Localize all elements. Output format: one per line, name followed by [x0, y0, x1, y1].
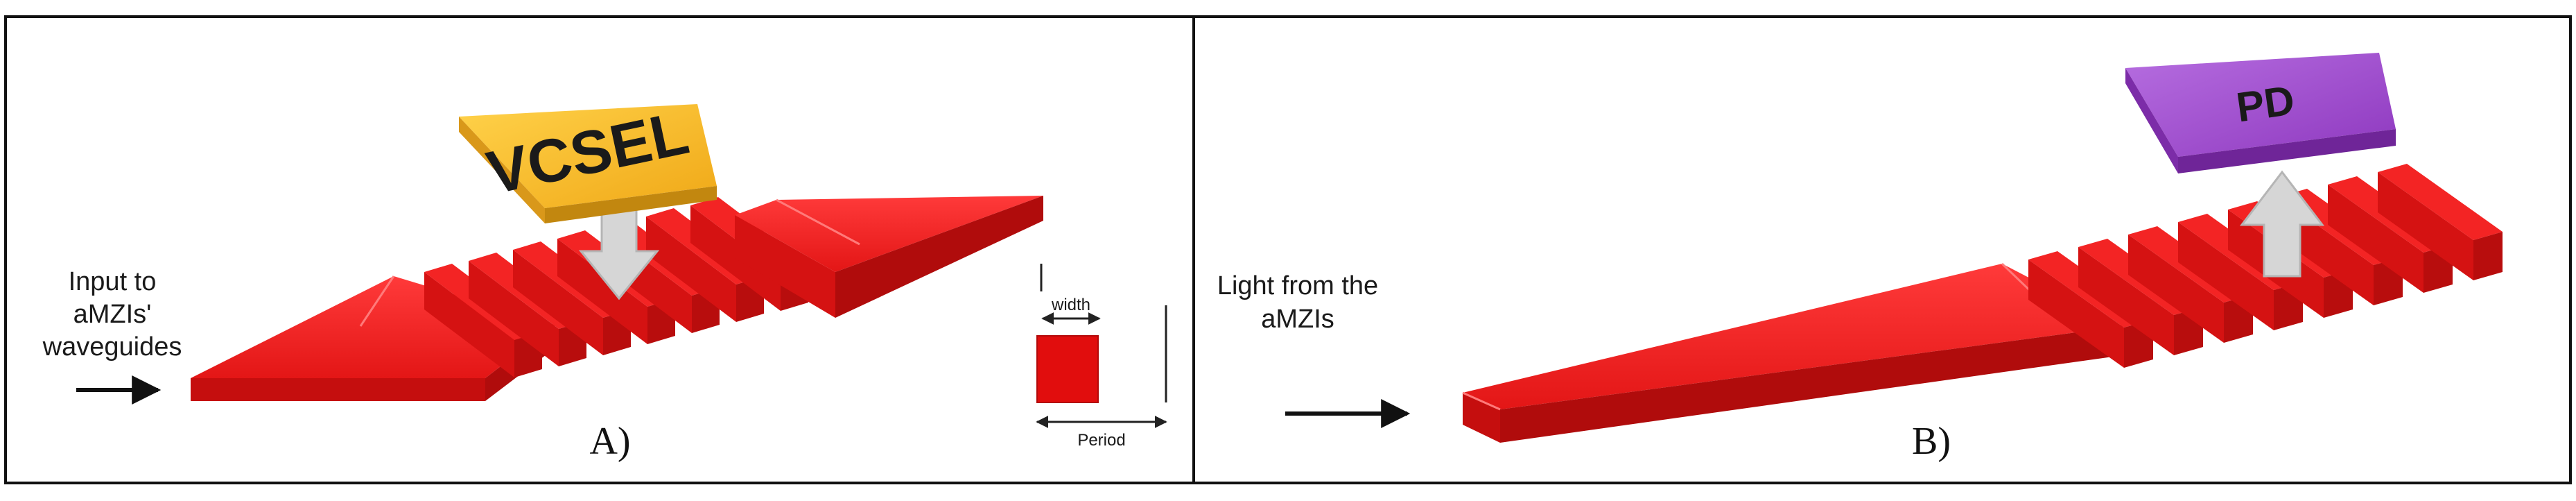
panel-b: Light from the aMZIs [1217, 53, 2503, 463]
period-label: Period [1077, 431, 1125, 450]
right-taper [735, 196, 1043, 318]
width-label: width [1051, 296, 1090, 314]
input-label-line-3: waveguides [42, 332, 182, 362]
grating-tooth-cross-section [1036, 335, 1099, 403]
pd-label: PD [2234, 77, 2297, 131]
input-label-line-2: aMZIs [1261, 305, 1334, 334]
pd-chip: PD [2125, 53, 2396, 173]
panel-a-caption: A) [589, 420, 630, 463]
panel-a: Input to aMZIs' waveguides [42, 98, 1167, 463]
down-arrow [578, 205, 660, 300]
panel-b-caption: B) [1912, 420, 1951, 463]
up-arrow [2239, 170, 2325, 278]
grating-tooth [2378, 164, 2503, 280]
grating-period-inset: width Period [1036, 264, 1167, 450]
vcsel-chip: VCSEL [459, 98, 717, 223]
panel-b-frame [1192, 15, 2572, 484]
long-taper [1462, 262, 2123, 443]
input-label-line-1: Light from the [1217, 271, 1378, 300]
input-label-line-1: Input to [69, 267, 157, 296]
input-label-line-2: aMZIs' [73, 300, 152, 329]
